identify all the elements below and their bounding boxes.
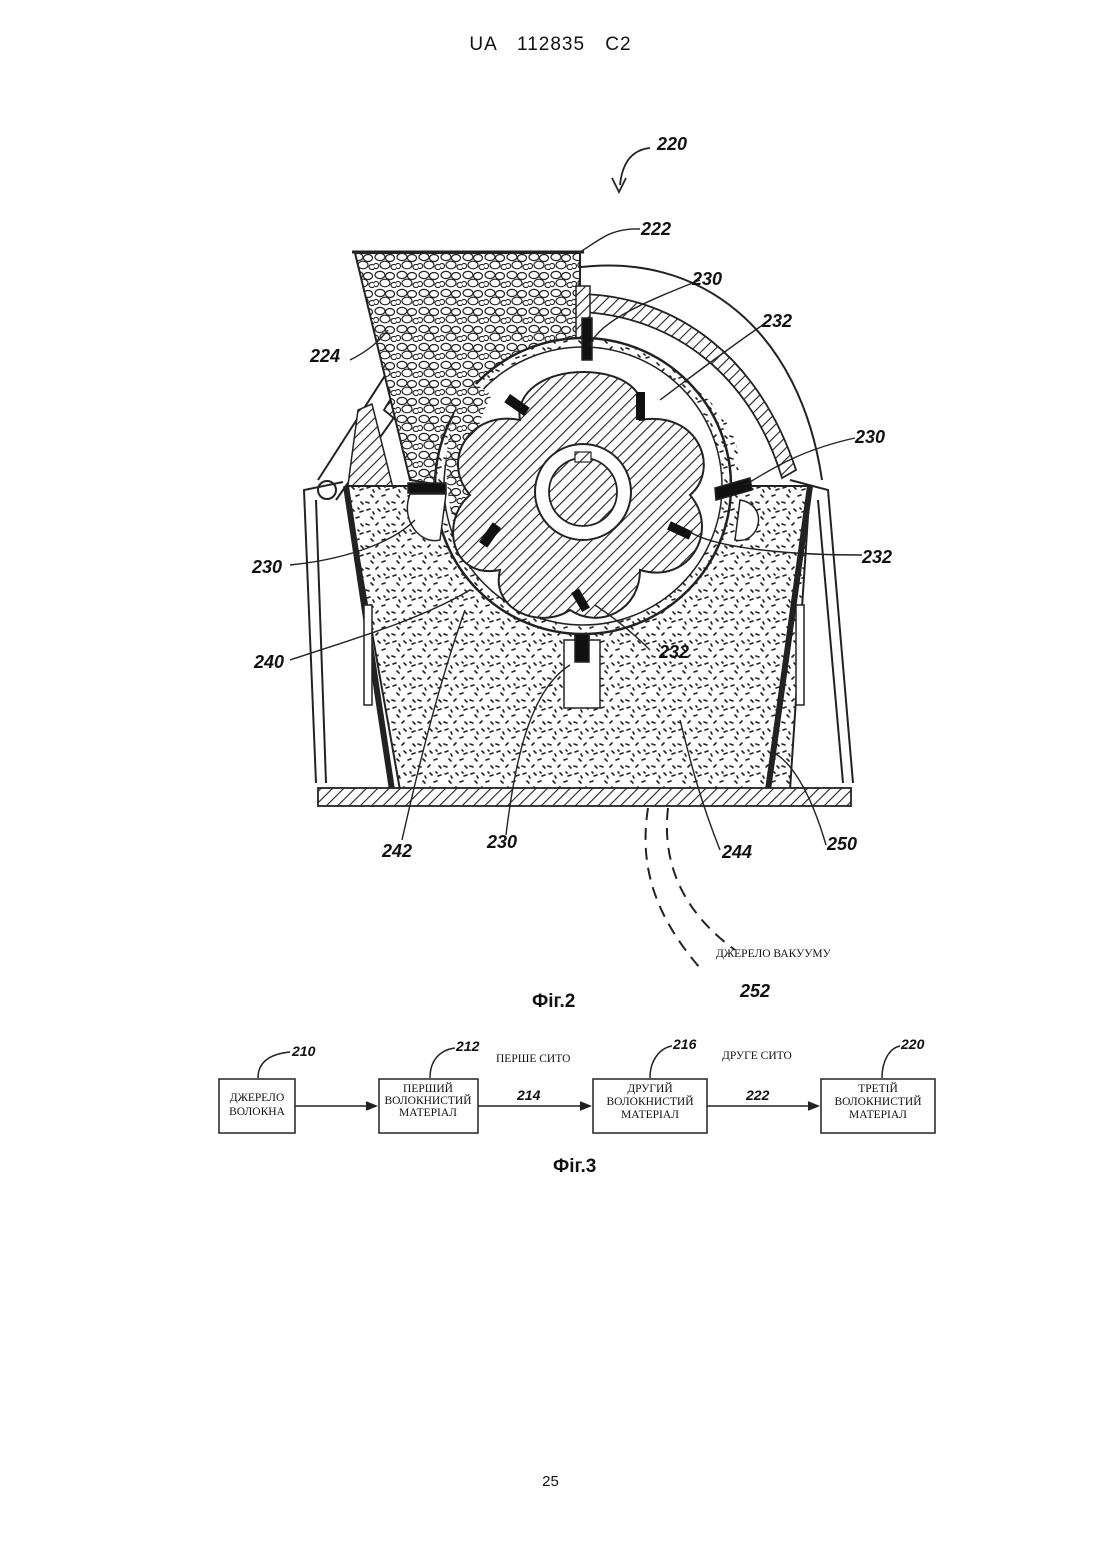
ref-220-fig3: 220	[900, 1036, 925, 1052]
ref-230-right: 230	[854, 427, 885, 447]
box-210-line-1: ДЖЕРЕЛО	[230, 1092, 285, 1104]
ref-232-top: 232	[761, 311, 792, 331]
ref-222-fig3: 222	[745, 1087, 770, 1103]
box-212-line-1: ПЕРШИЙ	[403, 1081, 453, 1095]
ref-250: 250	[826, 834, 857, 854]
vacuum-source-label: ДЖЕРЕЛО ВАКУУМУ	[716, 948, 832, 960]
ref-242: 242	[381, 841, 412, 861]
box-216-line-1: ДРУГИЙ	[627, 1081, 672, 1095]
ref-216: 216	[672, 1036, 697, 1052]
ref-230-bottom: 230	[486, 832, 517, 852]
ref-224: 224	[309, 346, 340, 366]
ref-244: 244	[721, 842, 752, 862]
ref-214: 214	[516, 1087, 541, 1103]
ref-230-top: 230	[691, 269, 722, 289]
ref-232-right: 232	[861, 547, 892, 567]
base-plate-250	[318, 788, 851, 806]
ref-222: 222	[640, 219, 671, 239]
ref-212: 212	[455, 1038, 480, 1054]
figure-3-caption: Фіг.3	[553, 1156, 596, 1178]
arrow-214-label: ПЕРШЕ СИТО	[496, 1053, 570, 1065]
figure-3-flowchart	[219, 1046, 935, 1133]
box-220-line-2: ВОЛОКНИСТИЙ	[834, 1094, 921, 1108]
ref-252: 252	[739, 981, 770, 1001]
box-212-line-3: МАТЕРІАЛ	[399, 1107, 457, 1119]
ref-240: 240	[253, 652, 284, 672]
ref-232-bottom: 232	[658, 642, 689, 662]
box-220-line-1: ТРЕТІЙ	[858, 1081, 898, 1095]
box-210-line-2: ВОЛОКНА	[229, 1106, 285, 1118]
box-220-line-3: МАТЕРІАЛ	[849, 1109, 907, 1121]
page-number: 25	[0, 1473, 1101, 1490]
vacuum-duct	[646, 808, 735, 968]
ref-220: 220	[656, 134, 687, 154]
ref-230-left: 230	[251, 557, 282, 577]
arrow-222-label: ДРУГЕ СИТО	[722, 1050, 792, 1062]
ref-210: 210	[291, 1043, 316, 1059]
figure-2-caption: Фіг.2	[532, 991, 575, 1013]
box-216-line-3: МАТЕРІАЛ	[621, 1109, 679, 1121]
box-212-line-2: ВОЛОКНИСТИЙ	[384, 1093, 471, 1107]
box-216-line-2: ВОЛОКНИСТИЙ	[606, 1094, 693, 1108]
